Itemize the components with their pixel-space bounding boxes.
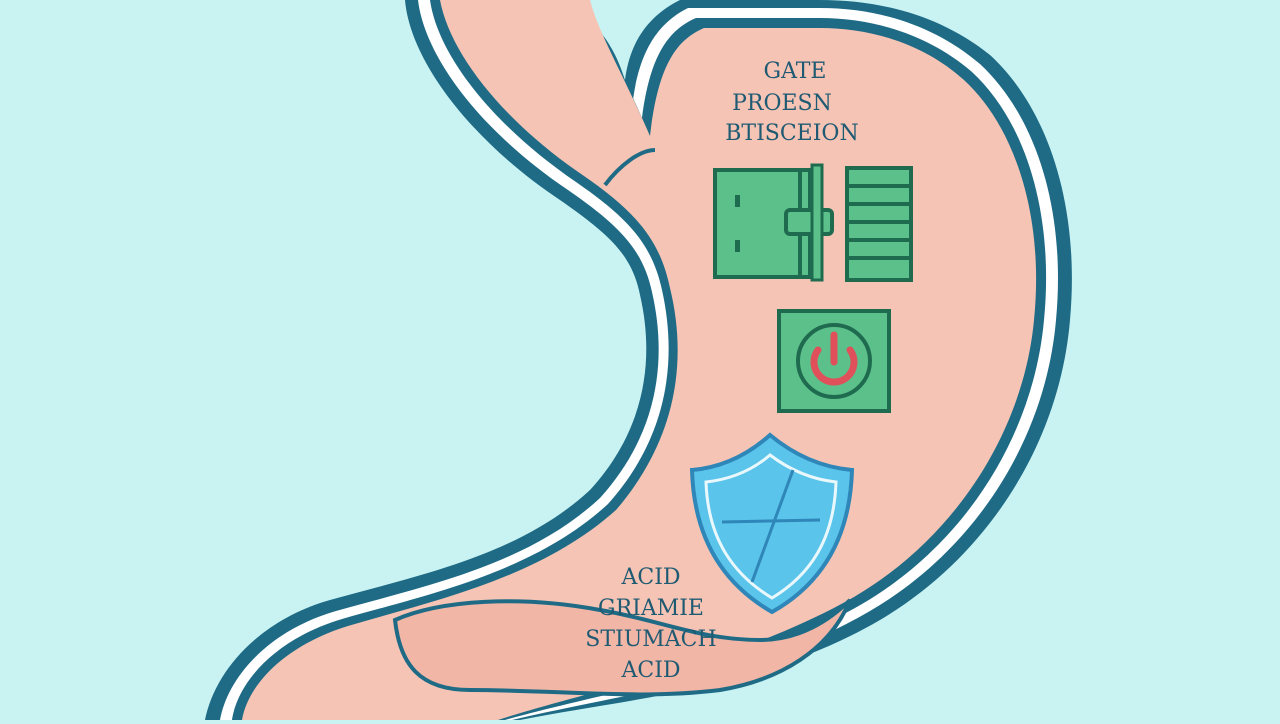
shield-icon bbox=[689, 432, 855, 615]
stomach-notch bbox=[603, 148, 656, 187]
stomach-fold bbox=[392, 598, 852, 697]
stack-icon bbox=[845, 166, 913, 282]
latch-icon bbox=[784, 208, 834, 236]
top-label-1: GATE bbox=[764, 59, 827, 84]
bottom-label-4: ACID bbox=[620, 658, 680, 683]
bottom-label-1: ACID bbox=[620, 565, 680, 590]
top-label-2: PROESN bbox=[732, 91, 832, 116]
top-label-3: BTISCEION bbox=[725, 121, 858, 146]
gate-icon bbox=[713, 163, 834, 282]
power-button-icon bbox=[777, 309, 891, 413]
bottom-label-2: GRIAMIE bbox=[598, 596, 704, 621]
bottom-label-3: STIUMACH bbox=[585, 627, 716, 652]
